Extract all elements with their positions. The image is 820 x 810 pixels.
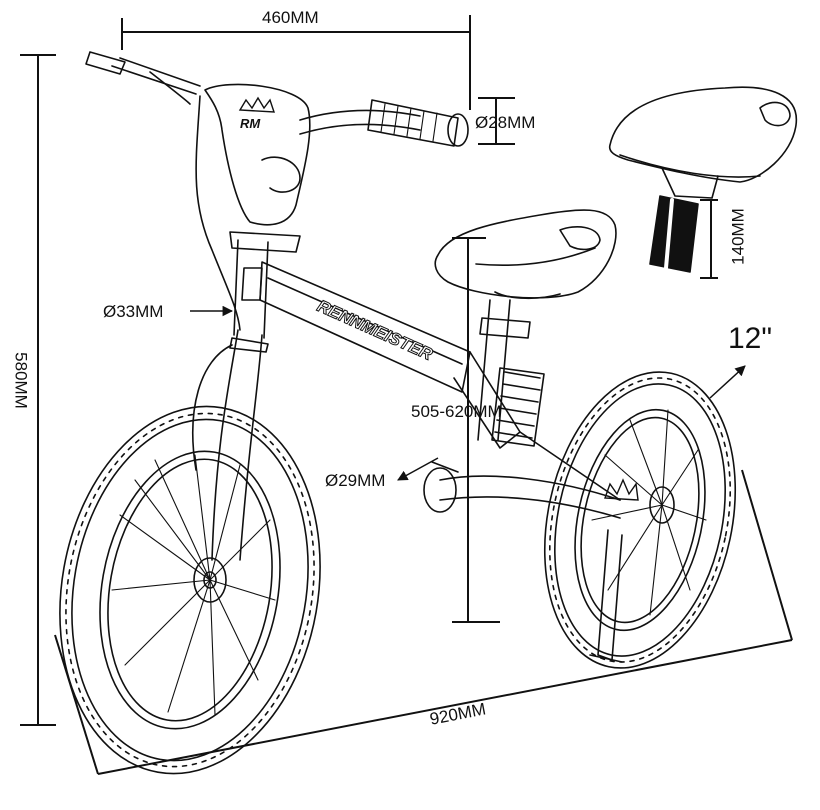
frame-brand-text: RENNMEISTER (314, 296, 435, 364)
head-tube-diameter-label: Ø33MM (103, 302, 164, 321)
detached-saddle (608, 86, 798, 273)
head-tube (229, 231, 301, 339)
seat-post-length-label: 140MM (698, 208, 778, 265)
head-badge-crown (238, 96, 275, 113)
total-height-text: 580MM (11, 352, 31, 409)
handlebar-width-label: 460MM (262, 8, 319, 27)
kickstand (589, 529, 623, 663)
dimension-lines (20, 15, 793, 775)
seat-post (477, 299, 545, 447)
handlebar-pad (204, 83, 311, 226)
grip-diameter-label: Ø28MM (475, 113, 536, 132)
main-frame (259, 261, 621, 519)
seat-height-label: 505-620MM (411, 402, 502, 421)
front-wheel (59, 405, 321, 775)
bike-outline (59, 51, 798, 775)
front-fork (192, 329, 269, 561)
wheel-size-label: 12" (728, 322, 773, 355)
total-height-label: 580MM (0, 352, 61, 409)
seat-post-length-text: 140MM (728, 208, 748, 265)
handlebar (85, 51, 469, 331)
rear-wheel (543, 371, 737, 669)
saddle (434, 209, 617, 300)
down-tube-diameter-label: Ø29MM (325, 471, 386, 490)
head-badge-text: RM (240, 116, 261, 131)
rear-crown (604, 478, 639, 501)
frame-brand-group: RENNMEISTER (314, 296, 436, 365)
